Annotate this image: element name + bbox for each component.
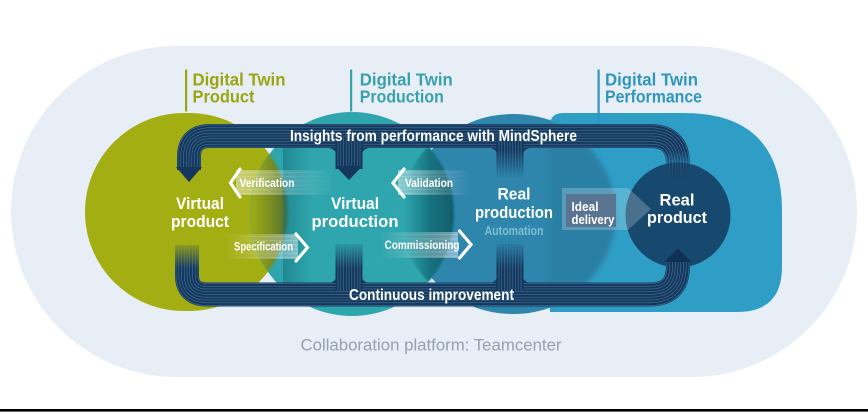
svg-text:Digital Twin: Digital Twin [193, 69, 286, 89]
svg-text:Automation: Automation [485, 224, 544, 238]
svg-text:product: product [171, 212, 229, 231]
svg-text:Specification: Specification [234, 240, 293, 254]
svg-text:production: production [312, 212, 399, 231]
svg-text:Performance: Performance [605, 87, 702, 107]
svg-text:Virtual: Virtual [331, 194, 379, 213]
svg-text:Production: Production [360, 87, 444, 107]
svg-text:Commissioning: Commissioning [385, 238, 460, 252]
svg-text:Ideal: Ideal [572, 200, 599, 214]
svg-text:Validation: Validation [405, 176, 453, 190]
svg-text:Collaboration platform: Teamce: Collaboration platform: Teamcenter [301, 336, 562, 355]
svg-text:Product: Product [193, 87, 255, 107]
svg-text:Verification: Verification [240, 176, 295, 190]
svg-text:product: product [647, 208, 707, 227]
svg-text:Virtual: Virtual [176, 194, 224, 213]
svg-text:Digital Twin: Digital Twin [605, 69, 698, 89]
svg-text:production: production [475, 203, 553, 222]
svg-text:Real: Real [498, 185, 531, 204]
svg-text:delivery: delivery [572, 213, 615, 227]
svg-text:Insights from performance with: Insights from performance with MindSpher… [290, 128, 577, 145]
svg-text:Real: Real [660, 191, 695, 210]
svg-text:Continuous improvement: Continuous improvement [349, 287, 514, 304]
svg-text:Digital Twin: Digital Twin [360, 69, 453, 89]
